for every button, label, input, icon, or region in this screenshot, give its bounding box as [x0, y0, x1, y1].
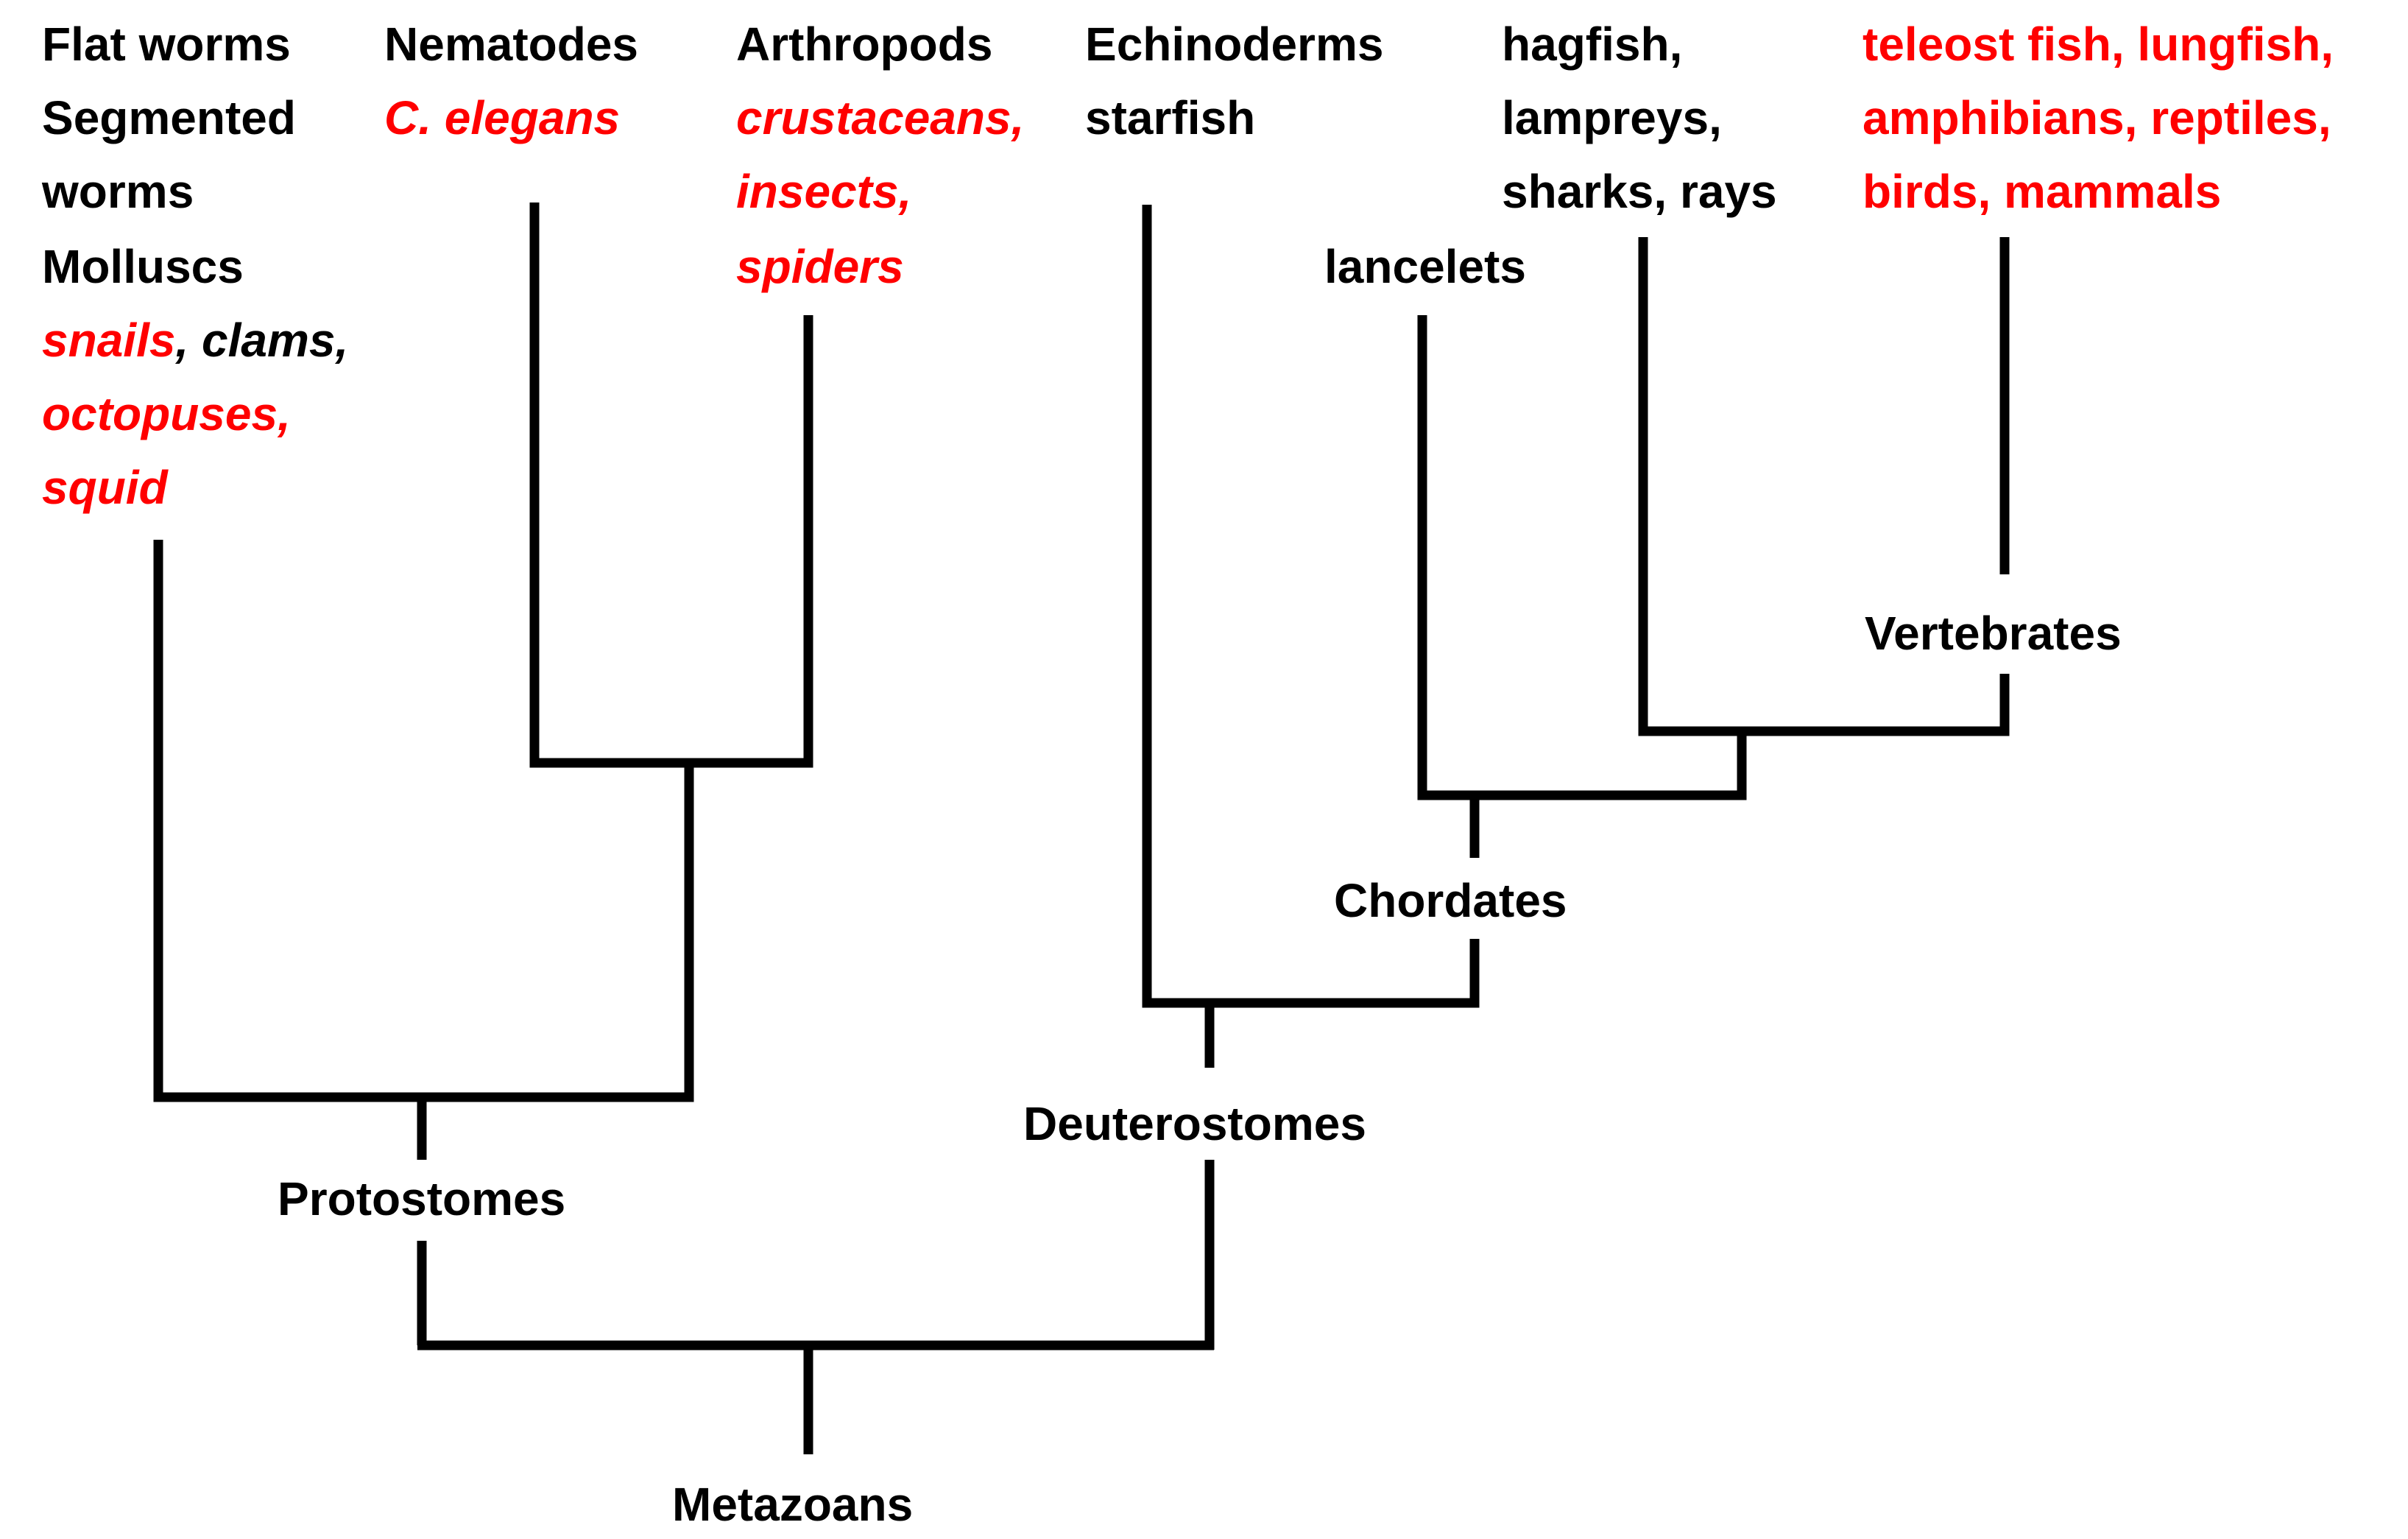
example-starfish: starfish	[1085, 91, 1255, 144]
clade-vertebrates: Vertebrates	[1865, 607, 2122, 660]
example-crustaceans: crustaceans,	[736, 91, 1024, 144]
branch-echinoderms-chordates	[1142, 205, 1480, 1008]
taxon-lancelets: lancelets	[1324, 240, 1526, 293]
example-spiders: spiders	[736, 240, 904, 293]
taxon-segmented-line1: Segmented	[42, 91, 296, 144]
example-squid: squid	[42, 461, 169, 514]
taxon-segmented-line2: worms	[41, 165, 194, 218]
taxon-bony-vertebrates-line1: teleost fish, lungfish,	[1863, 18, 2334, 71]
example-insects: insects,	[736, 165, 911, 218]
branch-molluscs	[153, 540, 422, 1102]
clade-chordates: Chordates	[1334, 874, 1567, 927]
example-octopuses: octopuses,	[42, 387, 291, 440]
taxon-flat-worms: Flat worms	[42, 18, 291, 71]
taxon-arthropods: Arthropods	[736, 18, 992, 71]
taxon-bony-vertebrates-line3: birds, mammals	[1863, 165, 2221, 218]
branch-lancelets-craniates	[1417, 315, 1747, 800]
taxon-echinoderms: Echinoderms	[1085, 18, 1383, 71]
example-clams: , clams,	[174, 314, 348, 367]
branch-ecdysozoa-stem	[422, 763, 694, 1102]
branch-agnatha-vertebrates	[1638, 237, 2010, 736]
taxon-bony-vertebrates-line2: amphibians, reptiles,	[1863, 91, 2331, 144]
clade-labels: Vertebrates Chordates Deuterostomes Prot…	[278, 607, 2122, 1531]
example-snails: snails	[42, 314, 175, 367]
taxon-hagfish: hagfish,	[1502, 18, 1682, 71]
clade-deuterostomes: Deuterostomes	[1023, 1097, 1366, 1150]
branch-nematodes-arthropods	[529, 202, 813, 768]
taxon-molluscs: Molluscs	[42, 240, 244, 293]
tree-branches	[153, 202, 2010, 1454]
taxon-nematodes: Nematodes	[384, 18, 638, 71]
taxon-lampreys: lampreys,	[1502, 91, 1722, 144]
clade-protostomes: Protostomes	[278, 1172, 565, 1225]
clade-metazoans: Metazoans	[672, 1478, 913, 1531]
taxon-sharks-rays: sharks, rays	[1502, 165, 1777, 218]
example-c-elegans: C. elegans	[384, 91, 620, 144]
taxon-labels: Flat worms Segmented worms Molluscs snai…	[41, 18, 2334, 514]
taxon-molluscs-examples: snails, clams,	[42, 314, 348, 367]
